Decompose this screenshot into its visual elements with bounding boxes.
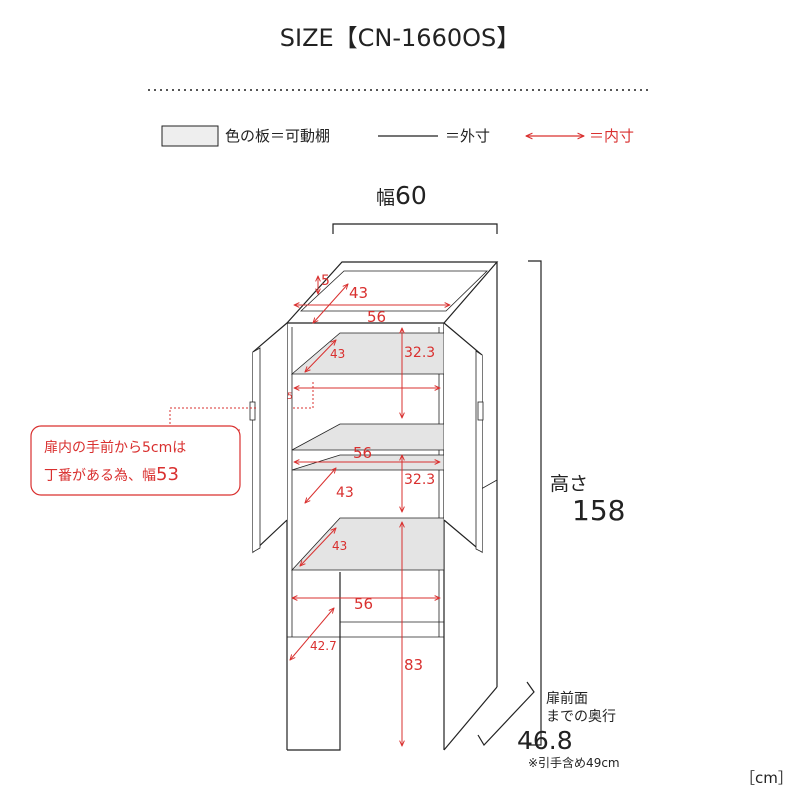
label-depth-shelf1: 43 xyxy=(330,347,345,361)
label-hinge-offset: 5 xyxy=(287,392,293,402)
label-depth-bottom: 42.7 xyxy=(310,639,337,653)
width-label: 幅60 xyxy=(376,181,427,210)
doors xyxy=(249,322,484,554)
height-dimension: 高さ 158 xyxy=(528,260,625,746)
callout-box xyxy=(30,425,241,496)
left-door-edge xyxy=(252,347,261,553)
legend-inner-label: ＝内寸 xyxy=(589,127,634,145)
legend-shelf-swatch xyxy=(161,125,219,147)
shelf-4 xyxy=(291,517,445,571)
inner-dimensions xyxy=(290,276,450,746)
arrow-depth-shelf3 xyxy=(300,528,336,566)
cabinet-base-right xyxy=(443,686,498,751)
label-depth-shelf2: 43 xyxy=(336,485,354,501)
cabinet-base xyxy=(287,572,341,751)
hinge-callout: 扉内の手前から5cmは 丁番がある為、幅53 xyxy=(30,407,258,496)
label-height-upper: 32.3 xyxy=(404,345,435,361)
inner-dimension-labels: 5 43 56 43 32.3 5 56 43 32.3 43 56 42.7 … xyxy=(287,273,435,674)
height-bracket xyxy=(528,260,542,746)
label-depth-shelf3: 43 xyxy=(332,539,347,553)
hinge-offset-bracket xyxy=(292,382,314,409)
width-bracket xyxy=(332,223,498,234)
depth-label-line1: 扉前面 xyxy=(546,690,588,707)
arrow-depth-bottom xyxy=(290,608,334,660)
label-width-mid: 56 xyxy=(353,444,372,462)
depth-value: 46.8 xyxy=(517,726,573,755)
right-door-handle xyxy=(477,401,484,421)
page-title: SIZE【CN-1660OS】 xyxy=(280,24,521,52)
height-value: 158 xyxy=(572,494,625,527)
depth-label-line2: までの奥行 xyxy=(546,708,616,725)
depth-note: ※引手含め49cm xyxy=(528,755,620,770)
unit-label: ［cm］ xyxy=(740,769,793,787)
width-dimension: 幅60 xyxy=(332,181,498,234)
callout-leader xyxy=(169,407,258,431)
depth-bracket xyxy=(477,681,535,746)
depth-dimension: 扉前面 までの奥行 46.8 ※引手含め49cm xyxy=(477,681,620,770)
label-height-mid: 32.3 xyxy=(404,472,435,488)
label-width-low: 56 xyxy=(354,595,373,613)
arrow-depth-shelf1 xyxy=(305,340,336,372)
label-width-top: 56 xyxy=(367,308,386,326)
callout-line2: 丁番がある為、幅53 xyxy=(44,464,179,485)
height-label: 高さ xyxy=(550,473,588,495)
label-height-bottom: 83 xyxy=(404,656,423,674)
label-top-depth: 43 xyxy=(349,284,368,302)
label-top-gap: 5 xyxy=(321,273,330,289)
right-door-edge xyxy=(475,350,483,553)
arrow-depth-shelf2 xyxy=(305,468,336,503)
left-door-handle xyxy=(249,401,256,421)
legend-shelf-label: 色の板＝可動棚 xyxy=(225,127,330,145)
callout-line1: 扉内の手前から5cmは xyxy=(44,439,186,456)
legend-outer-label: ＝外寸 xyxy=(445,127,490,145)
